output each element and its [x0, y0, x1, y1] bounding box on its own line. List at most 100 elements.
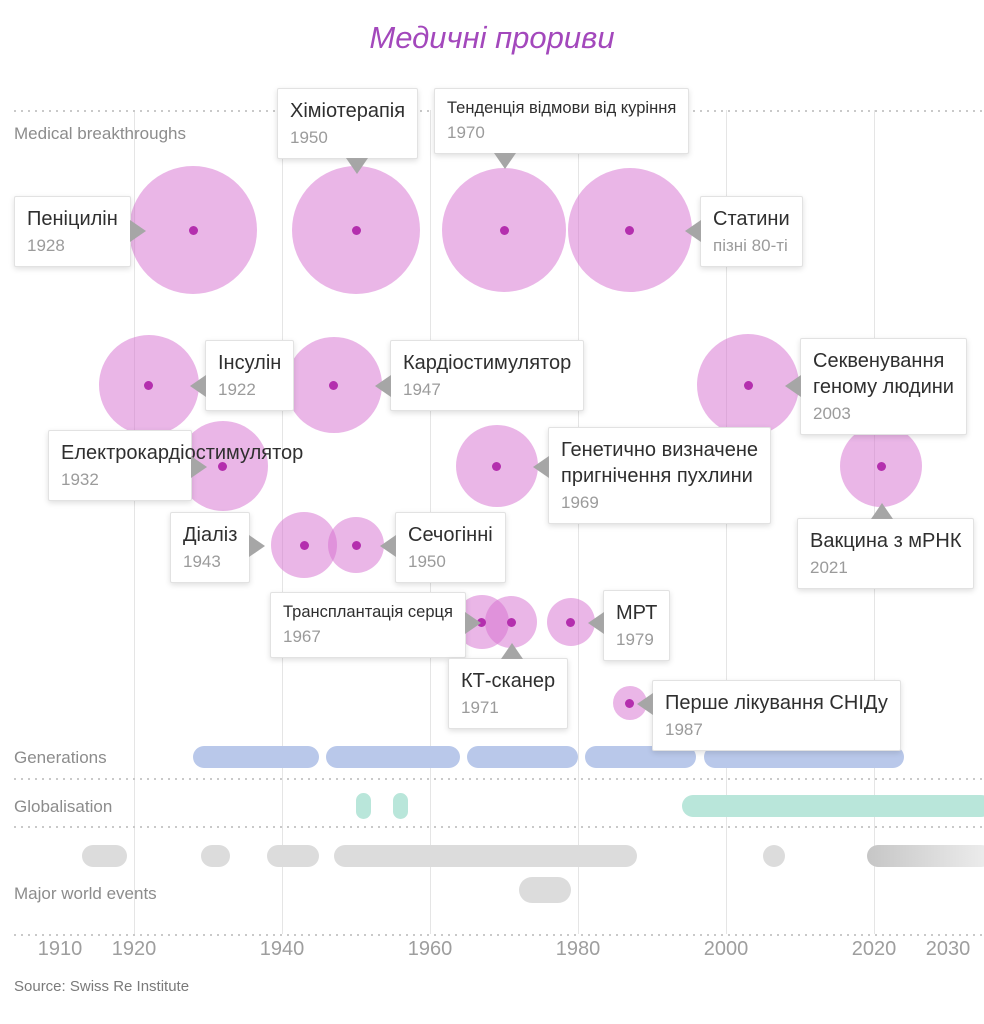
- event-label-title: МРТ: [616, 602, 658, 624]
- globalisation-bar: [681, 795, 984, 817]
- event-label-title: Статини: [713, 208, 790, 230]
- axis-tick-label: 1960: [407, 938, 453, 960]
- event-label-title: Вакцина з мРНК: [810, 530, 962, 552]
- event-label-year: 1922: [218, 380, 256, 399]
- event-label-title: Генетично визначене пригнічення пухлини: [561, 439, 759, 487]
- event-label-box: Хіміотерапія 1950: [277, 88, 419, 174]
- axis-tick-label: 2000: [703, 938, 749, 960]
- event-label-year: 1971: [461, 698, 499, 717]
- event-dot: [743, 380, 753, 390]
- event-label-title: Тенденція відмови від куріння: [447, 99, 677, 117]
- globalisation-bar: [393, 793, 408, 819]
- event-dot: [492, 461, 502, 471]
- world-event-bar: [866, 845, 984, 867]
- event-label-year: 1970: [447, 123, 485, 143]
- event-label-box: Генетично визначене пригнічення пухлини 1…: [533, 427, 772, 524]
- event-label-year: 1950: [290, 128, 328, 147]
- event-label-title: Сечогінні: [408, 524, 493, 546]
- row-label-globalisation: Globalisation: [14, 797, 113, 816]
- event-label-box: КТ-сканер 1971: [448, 643, 569, 729]
- world-event-bar: [200, 845, 231, 867]
- world-event-bar: [82, 845, 127, 867]
- event-dot: [188, 225, 198, 235]
- event-label-year: 1950: [408, 552, 446, 571]
- event-label-year: 1943: [183, 552, 221, 571]
- pointer-right-icon: [249, 535, 266, 557]
- dotted-separator: [14, 826, 984, 828]
- pointer-left-icon: [190, 375, 206, 397]
- event-dot: [625, 225, 635, 235]
- event-label-year: 1987: [665, 720, 703, 739]
- event-dot: [299, 540, 309, 550]
- globalisation-bar: [356, 793, 371, 819]
- event-label-title: Кардіостимулятор: [403, 352, 572, 374]
- row-label-medical-breakthroughs: Medical breakthroughs: [14, 124, 186, 143]
- pointer-down-icon: [494, 153, 516, 170]
- event-label-title: Діаліз: [183, 524, 238, 546]
- event-label-title: Пеніцилін: [27, 208, 118, 230]
- event-dot: [506, 617, 516, 627]
- pointer-left-icon: [637, 693, 653, 715]
- world-event-bar: [763, 845, 786, 867]
- pointer-up-icon: [501, 643, 524, 659]
- world-event-bar: [267, 845, 319, 867]
- event-label-title: Трансплантація серця: [283, 603, 453, 621]
- generation-bar: [585, 746, 697, 768]
- event-dot: [499, 225, 509, 235]
- event-dot: [625, 698, 635, 708]
- page-title: Медичні прориви: [369, 20, 615, 55]
- event-label-title: Хіміотерапія: [290, 100, 406, 122]
- row-label-major-world-events: Major world events: [14, 884, 157, 903]
- gridline: [134, 110, 135, 934]
- event-dot: [477, 617, 487, 627]
- event-label-box: Пеніцилін 1928: [14, 196, 146, 267]
- event-label-box: Тенденція відмови від куріння 1970: [434, 88, 690, 170]
- pointer-left-icon: [685, 220, 701, 242]
- event-dot: [144, 380, 154, 390]
- event-label-year: 2021: [810, 558, 848, 577]
- source-note: Source: Swiss Re Institute: [14, 978, 190, 995]
- event-dot: [876, 461, 886, 471]
- pointer-down-icon: [346, 157, 368, 174]
- axis-tick-label: 1910: [37, 938, 83, 960]
- event-label-box: Діаліз 1943: [170, 512, 266, 583]
- event-label-box: Електрокардіостимулятор 1932: [48, 430, 304, 501]
- event-label-title: Секвенування геному людини: [813, 350, 954, 398]
- event-label-box: Інсулін 1922: [190, 340, 295, 411]
- event-label-year: 1932: [61, 470, 99, 489]
- event-label-year: 1928: [27, 236, 65, 255]
- event-label-box: Сечогінні 1950: [380, 512, 506, 583]
- event-label-year: 1969: [561, 493, 599, 512]
- axis-tick-label: 1940: [259, 938, 305, 960]
- pointer-right-icon: [191, 456, 207, 478]
- event-label-title: КТ-сканер: [461, 670, 556, 692]
- axis-tick-label: 2020: [851, 938, 897, 960]
- generation-bar: [193, 746, 319, 768]
- dotted-separator: [14, 778, 984, 780]
- pointer-right-icon: [129, 220, 146, 242]
- pointer-left-icon: [533, 456, 549, 478]
- pointer-left-icon: [380, 535, 396, 557]
- pointer-left-icon: [588, 612, 604, 634]
- event-label-title: Електрокардіостимулятор: [61, 442, 304, 464]
- generation-bar: [703, 746, 904, 768]
- world-event-bar: [518, 877, 571, 903]
- event-dot: [351, 225, 361, 235]
- generation-bar: [467, 746, 578, 768]
- pointer-right-icon: [464, 612, 481, 634]
- event-dot: [329, 380, 339, 390]
- generation-bar: [326, 746, 460, 768]
- pointer-up-icon: [871, 503, 894, 519]
- event-label-title: Інсулін: [218, 352, 282, 374]
- pointer-left-icon: [785, 375, 801, 397]
- event-dot: [351, 540, 361, 550]
- event-dot: [218, 461, 228, 471]
- event-dot: [566, 617, 576, 627]
